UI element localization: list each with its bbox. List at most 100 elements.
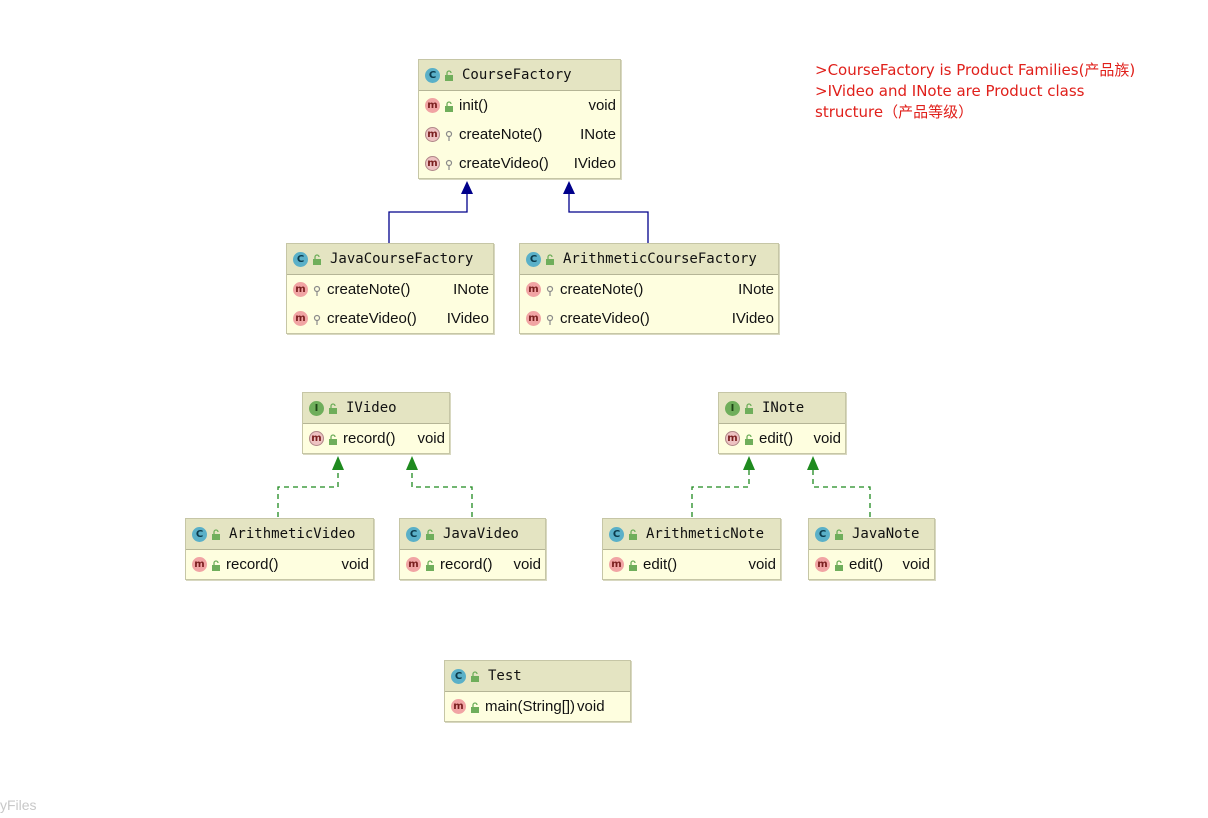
protected-key-icon (545, 284, 555, 296)
public-lock-icon (312, 253, 322, 265)
method-name: main(String[]) (485, 698, 576, 715)
interface-ivideo[interactable]: I IVideo m record() void (302, 392, 450, 454)
protected-key-icon (444, 158, 454, 170)
public-lock-icon (328, 433, 338, 445)
public-lock-icon (628, 528, 638, 540)
class-arithmetic-note[interactable]: C ArithmeticNote m edit() void (602, 518, 781, 580)
class-java-video[interactable]: C JavaVideo m record() void (399, 518, 546, 580)
extends-arrowhead (563, 181, 575, 194)
public-lock-icon (425, 528, 435, 540)
public-lock-icon (211, 559, 221, 571)
class-header: C ArithmeticCourseFactory (520, 244, 778, 275)
class-name: Test (488, 668, 522, 684)
method-row[interactable]: m createNote() INote (520, 275, 778, 304)
method-return-type: IVideo (573, 155, 616, 172)
method-return-type: void (813, 430, 841, 447)
method-row[interactable]: m createVideo() IVideo (520, 304, 778, 333)
class-name: INote (762, 400, 805, 416)
method-row[interactable]: m edit() void (809, 550, 934, 579)
public-lock-icon (328, 402, 338, 414)
implements-arrowhead (332, 456, 344, 470)
class-icon: C (609, 526, 624, 542)
class-arithmetic-video[interactable]: C ArithmeticVideo m record() void (185, 518, 374, 580)
method-row[interactable]: m record() void (400, 550, 545, 579)
class-course-factory[interactable]: C CourseFactory m init() void m createNo… (418, 59, 621, 179)
method-row[interactable]: m createVideo() IVideo (287, 304, 493, 333)
edge-arithmetic-course-factory-extends (563, 181, 649, 243)
protected-key-icon (312, 284, 322, 296)
class-header: C JavaNote (809, 519, 934, 550)
static-method-icon: m (451, 699, 466, 714)
method-row[interactable]: m record() void (303, 424, 449, 453)
class-header: C CourseFactory (419, 60, 620, 91)
method-icon: m (526, 282, 541, 297)
protected-key-icon (444, 129, 454, 141)
method-name: createVideo() (459, 155, 549, 172)
note-line: >IVideo and INote are Product class (815, 82, 1085, 100)
class-icon: C (192, 526, 207, 542)
class-name: ArithmeticCourseFactory (563, 251, 757, 267)
method-return-type: void (417, 430, 445, 447)
protected-key-icon (545, 313, 555, 325)
class-name: JavaVideo (443, 526, 519, 542)
public-lock-icon (744, 433, 754, 445)
class-name: CourseFactory (462, 67, 572, 83)
method-row[interactable]: m edit() void (719, 424, 845, 453)
method-icon: m (609, 557, 624, 572)
public-lock-icon (628, 559, 638, 571)
note-line: structure（产品等级） (815, 103, 974, 121)
implements-arrowhead (406, 456, 418, 470)
method-return-type: void (577, 698, 605, 715)
method-return-type: void (341, 556, 369, 573)
class-name: ArithmeticVideo (229, 526, 356, 542)
class-icon: C (526, 251, 541, 267)
class-icon: C (425, 67, 440, 83)
method-name: createVideo() (560, 310, 650, 327)
class-arithmetic-course-factory[interactable]: C ArithmeticCourseFactory m createNote()… (519, 243, 779, 334)
abstract-method-icon: m (425, 127, 440, 142)
public-lock-icon (425, 559, 435, 571)
abstract-method-icon: m (309, 431, 324, 446)
public-lock-icon (444, 100, 454, 112)
method-row[interactable]: m createNote() INote (287, 275, 493, 304)
method-name: edit() (643, 556, 678, 573)
method-name: createNote() (560, 281, 644, 298)
method-row[interactable]: m init() void (419, 91, 620, 120)
public-lock-icon (744, 402, 754, 414)
method-return-type: INote (453, 281, 489, 298)
method-icon: m (425, 98, 440, 113)
method-icon: m (192, 557, 207, 572)
class-test[interactable]: C Test m main(String[]) void (444, 660, 631, 722)
class-header: I INote (719, 393, 845, 424)
method-return-type: INote (580, 126, 616, 143)
public-lock-icon (834, 528, 844, 540)
class-name: JavaNote (852, 526, 920, 542)
interface-icon: I (725, 400, 740, 416)
method-row[interactable]: m main(String[]) void (445, 692, 630, 721)
edge-arithmetic-video-implements (277, 456, 344, 517)
class-header: C JavaVideo (400, 519, 545, 550)
method-row[interactable]: m createVideo() IVideo (419, 149, 620, 178)
method-name: record() (343, 430, 396, 447)
method-icon: m (293, 311, 308, 326)
method-row[interactable]: m createNote() INote (419, 120, 620, 149)
class-java-note[interactable]: C JavaNote m edit() void (808, 518, 935, 580)
method-row[interactable]: m record() void (186, 550, 373, 579)
interface-inote[interactable]: I INote m edit() void (718, 392, 846, 454)
method-name: createNote() (459, 126, 543, 143)
method-name: edit() (849, 556, 884, 573)
class-icon: C (406, 526, 421, 542)
class-name: ArithmeticNote (646, 526, 765, 542)
method-name: edit() (759, 430, 794, 447)
public-lock-icon (834, 559, 844, 571)
class-java-course-factory[interactable]: C JavaCourseFactory m createNote() INote… (286, 243, 494, 334)
method-icon: m (293, 282, 308, 297)
public-lock-icon (444, 69, 454, 81)
method-row[interactable]: m edit() void (603, 550, 780, 579)
method-icon: m (815, 557, 830, 572)
method-icon: m (526, 311, 541, 326)
public-lock-icon (470, 670, 480, 682)
method-return-type: void (513, 556, 541, 573)
public-lock-icon (545, 253, 555, 265)
method-icon: m (406, 557, 421, 572)
